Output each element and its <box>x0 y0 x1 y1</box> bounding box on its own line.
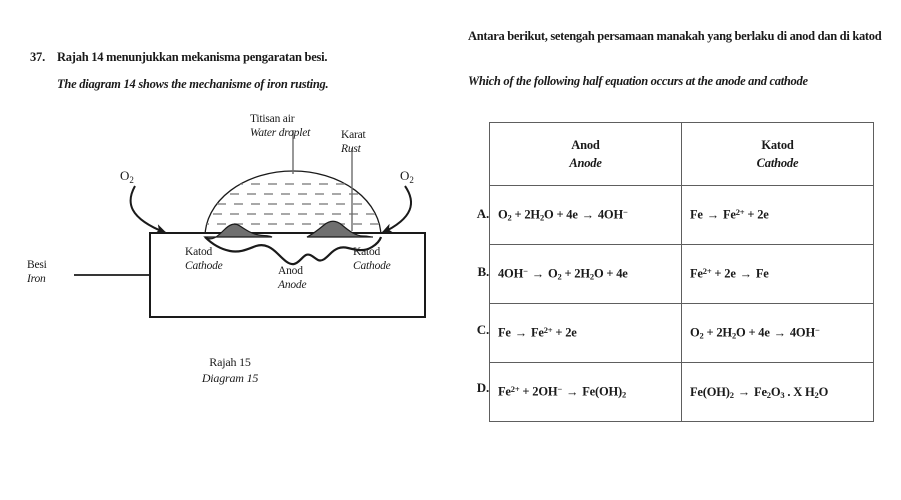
label-water-droplet-english: Water droplet <box>250 127 311 140</box>
column-header-cathode-malay: Katod <box>761 137 794 152</box>
cell-cathode-c[interactable]: O2 + 2H2O + 4e → 4OH− <box>681 303 874 363</box>
question-left-column: 37. Rajah 14 menunjukkan mekanisma penga… <box>0 50 460 410</box>
label-anode: Anod Anode <box>278 264 307 293</box>
label-rust-english: Rust <box>341 143 361 156</box>
question-prompt-malay: Antara berikut, setengah persamaan manak… <box>468 29 882 43</box>
rust-deposit-right <box>306 220 374 238</box>
label-cathode-left-malay: Katod <box>185 246 213 258</box>
cell-anode-d[interactable]: Fe2+ + 2OH− → Fe(OH)2 <box>489 362 682 422</box>
option-letter-c[interactable]: C. <box>476 322 489 337</box>
label-iron-malay: Besi <box>27 259 47 271</box>
label-rust-malay: Karat <box>341 129 366 141</box>
label-cathode-right-malay: Katod <box>353 246 381 258</box>
table-row[interactable]: 4OH− → O2 + 2H2O + 4e Fe2+ + 2e → Fe <box>489 244 874 304</box>
pitted-surface-line <box>204 236 383 266</box>
label-cathode-left-english: Cathode <box>185 260 223 273</box>
diagram-caption-malay: Rajah 15 <box>209 355 251 369</box>
diagram-caption-english: Diagram 15 <box>201 370 259 385</box>
option-letter-d[interactable]: D. <box>476 380 489 395</box>
column-header-cathode-english: Cathode <box>756 156 799 170</box>
cell-cathode-d[interactable]: Fe(OH)2 → Fe2O3 . X H2O <box>681 362 874 422</box>
label-iron: Besi Iron <box>27 258 47 287</box>
diagram-caption: Rajah 15 Diagram 15 <box>0 355 460 386</box>
column-header-cathode: Katod Cathode <box>681 122 874 186</box>
label-water-droplet: Titisan air Water droplet <box>250 112 310 141</box>
oxygen-arrow-left <box>129 185 168 234</box>
column-header-anode: Anod Anode <box>489 122 682 186</box>
column-header-anode-malay: Anod <box>571 137 600 152</box>
label-iron-english: Iron <box>27 273 46 286</box>
label-cathode-left: Katod Cathode <box>185 245 223 274</box>
question-stem-malay: Rajah 14 menunjukkan mekanisma pengarata… <box>57 50 328 64</box>
diagram-svg: O2 O2 <box>74 130 426 318</box>
oxygen-label-right: O2 <box>400 168 414 185</box>
option-letter-b[interactable]: B. <box>477 264 489 279</box>
oxygen-arrow-right <box>380 185 413 234</box>
question-stem-english: The diagram 14 shows the mechanisme of i… <box>57 77 329 91</box>
cell-anode-b[interactable]: 4OH− → O2 + 2H2O + 4e <box>489 244 682 304</box>
label-anode-english: Anode <box>278 279 307 292</box>
question-prompt-english: Which of the following half equation occ… <box>468 74 808 88</box>
table-body: O2 + 2H2O + 4e → 4OH− Fe → Fe2+ + 2e 4OH… <box>489 185 874 422</box>
option-letter-a[interactable]: A. <box>476 206 489 221</box>
label-water-droplet-malay: Titisan air <box>250 113 295 125</box>
label-cathode-right: Katod Cathode <box>353 245 391 274</box>
table-row[interactable]: Fe → Fe2+ + 2e O2 + 2H2O + 4e → 4OH− <box>489 303 874 363</box>
label-anode-malay: Anod <box>278 265 303 277</box>
cell-anode-c[interactable]: Fe → Fe2+ + 2e <box>489 303 682 363</box>
table-row[interactable]: Fe2+ + 2OH− → Fe(OH)2 Fe(OH)2 → Fe2O3 . … <box>489 362 874 422</box>
cell-cathode-a[interactable]: Fe → Fe2+ + 2e <box>681 185 874 245</box>
rust-deposit-left <box>203 223 273 240</box>
cell-anode-a[interactable]: O2 + 2H2O + 4e → 4OH− <box>489 185 682 245</box>
iron-rusting-diagram: O2 O2 Titisan air Water droplet Karat Ru… <box>27 110 460 410</box>
oxygen-label-left: O2 <box>120 168 134 185</box>
column-header-anode-english: Anode <box>569 156 602 170</box>
question-number: 37. <box>30 50 46 64</box>
answer-right-column: Antara berikut, setengah persamaan manak… <box>460 0 901 500</box>
half-equation-table: Anod Anode Katod Cathode O2 + 2H2O + 4e … <box>489 122 874 422</box>
table-header-row: Anod Anode Katod Cathode <box>489 122 874 186</box>
label-cathode-right-english: Cathode <box>353 260 391 273</box>
label-rust: Karat Rust <box>341 128 366 157</box>
table-row[interactable]: O2 + 2H2O + 4e → 4OH− Fe → Fe2+ + 2e <box>489 185 874 245</box>
cell-cathode-b[interactable]: Fe2+ + 2e → Fe <box>681 244 874 304</box>
